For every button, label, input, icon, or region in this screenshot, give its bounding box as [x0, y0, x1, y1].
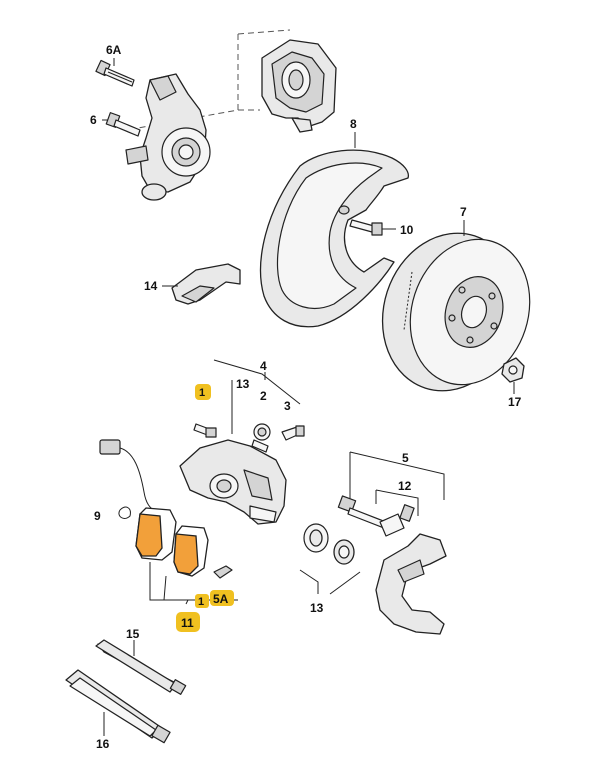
label-5: 5	[402, 451, 409, 465]
caliper-housing	[179, 439, 287, 525]
bolt-6a	[95, 58, 135, 87]
label-12: 12	[398, 479, 412, 493]
bracket-lines-4	[213, 359, 301, 434]
label-11: 11	[181, 616, 194, 630]
badge-5a	[210, 590, 234, 606]
bolt-10	[349, 219, 396, 236]
label-16: 16	[96, 737, 110, 751]
bleed-screw-3	[281, 425, 305, 441]
boot-ring	[333, 539, 355, 565]
carrier-bolt	[337, 495, 387, 529]
label-10: 10	[400, 223, 414, 237]
bracket-14	[171, 263, 241, 305]
part-labels: 6A 6 8 10 7 14 4 13 2 3 1 9 5 12 17 1 5A…	[90, 43, 522, 751]
label-13-top: 13	[236, 377, 250, 391]
bracket-lines-5	[349, 451, 445, 516]
caliper-carrier	[375, 533, 447, 635]
bolt-1	[193, 423, 217, 438]
wear-sensor-9	[99, 439, 157, 519]
disc-bolt-holes	[448, 286, 498, 344]
label-9: 9	[94, 509, 101, 523]
label-17: 17	[508, 395, 522, 409]
label-8: 8	[350, 117, 357, 131]
label-7: 7	[460, 205, 467, 219]
label-6a: 6A	[106, 43, 122, 57]
bolt-6	[102, 112, 141, 137]
guide-bushing	[379, 504, 415, 537]
label-4: 4	[260, 359, 267, 373]
brake-pads	[135, 507, 209, 577]
label-1-top: 1	[199, 387, 205, 399]
label-6: 6	[90, 113, 97, 127]
label-2: 2	[260, 389, 267, 403]
highlight-badges	[176, 384, 234, 632]
label-14: 14	[144, 279, 158, 293]
grease-tube-16	[65, 669, 171, 744]
bracket-lines-13b	[299, 569, 319, 594]
brake-caliper-top	[261, 39, 337, 133]
badge-11	[176, 612, 200, 632]
seal-ring	[303, 523, 329, 553]
label-5a: 5A	[213, 592, 229, 606]
splash-shield	[259, 149, 410, 328]
label-1-bottom: 1	[198, 596, 204, 608]
guide-pin-2	[251, 423, 271, 453]
label-3: 3	[284, 399, 291, 413]
brake-disc	[381, 232, 531, 392]
grease-tube-15	[95, 639, 187, 695]
bolt-17	[501, 357, 525, 394]
badge-1-top	[195, 384, 211, 400]
label-13-bottom: 13	[310, 601, 324, 615]
wheel-bearing-housing	[125, 73, 211, 201]
label-15: 15	[126, 627, 140, 641]
badge-1-bottom	[195, 594, 209, 608]
clip-5a	[213, 565, 233, 579]
